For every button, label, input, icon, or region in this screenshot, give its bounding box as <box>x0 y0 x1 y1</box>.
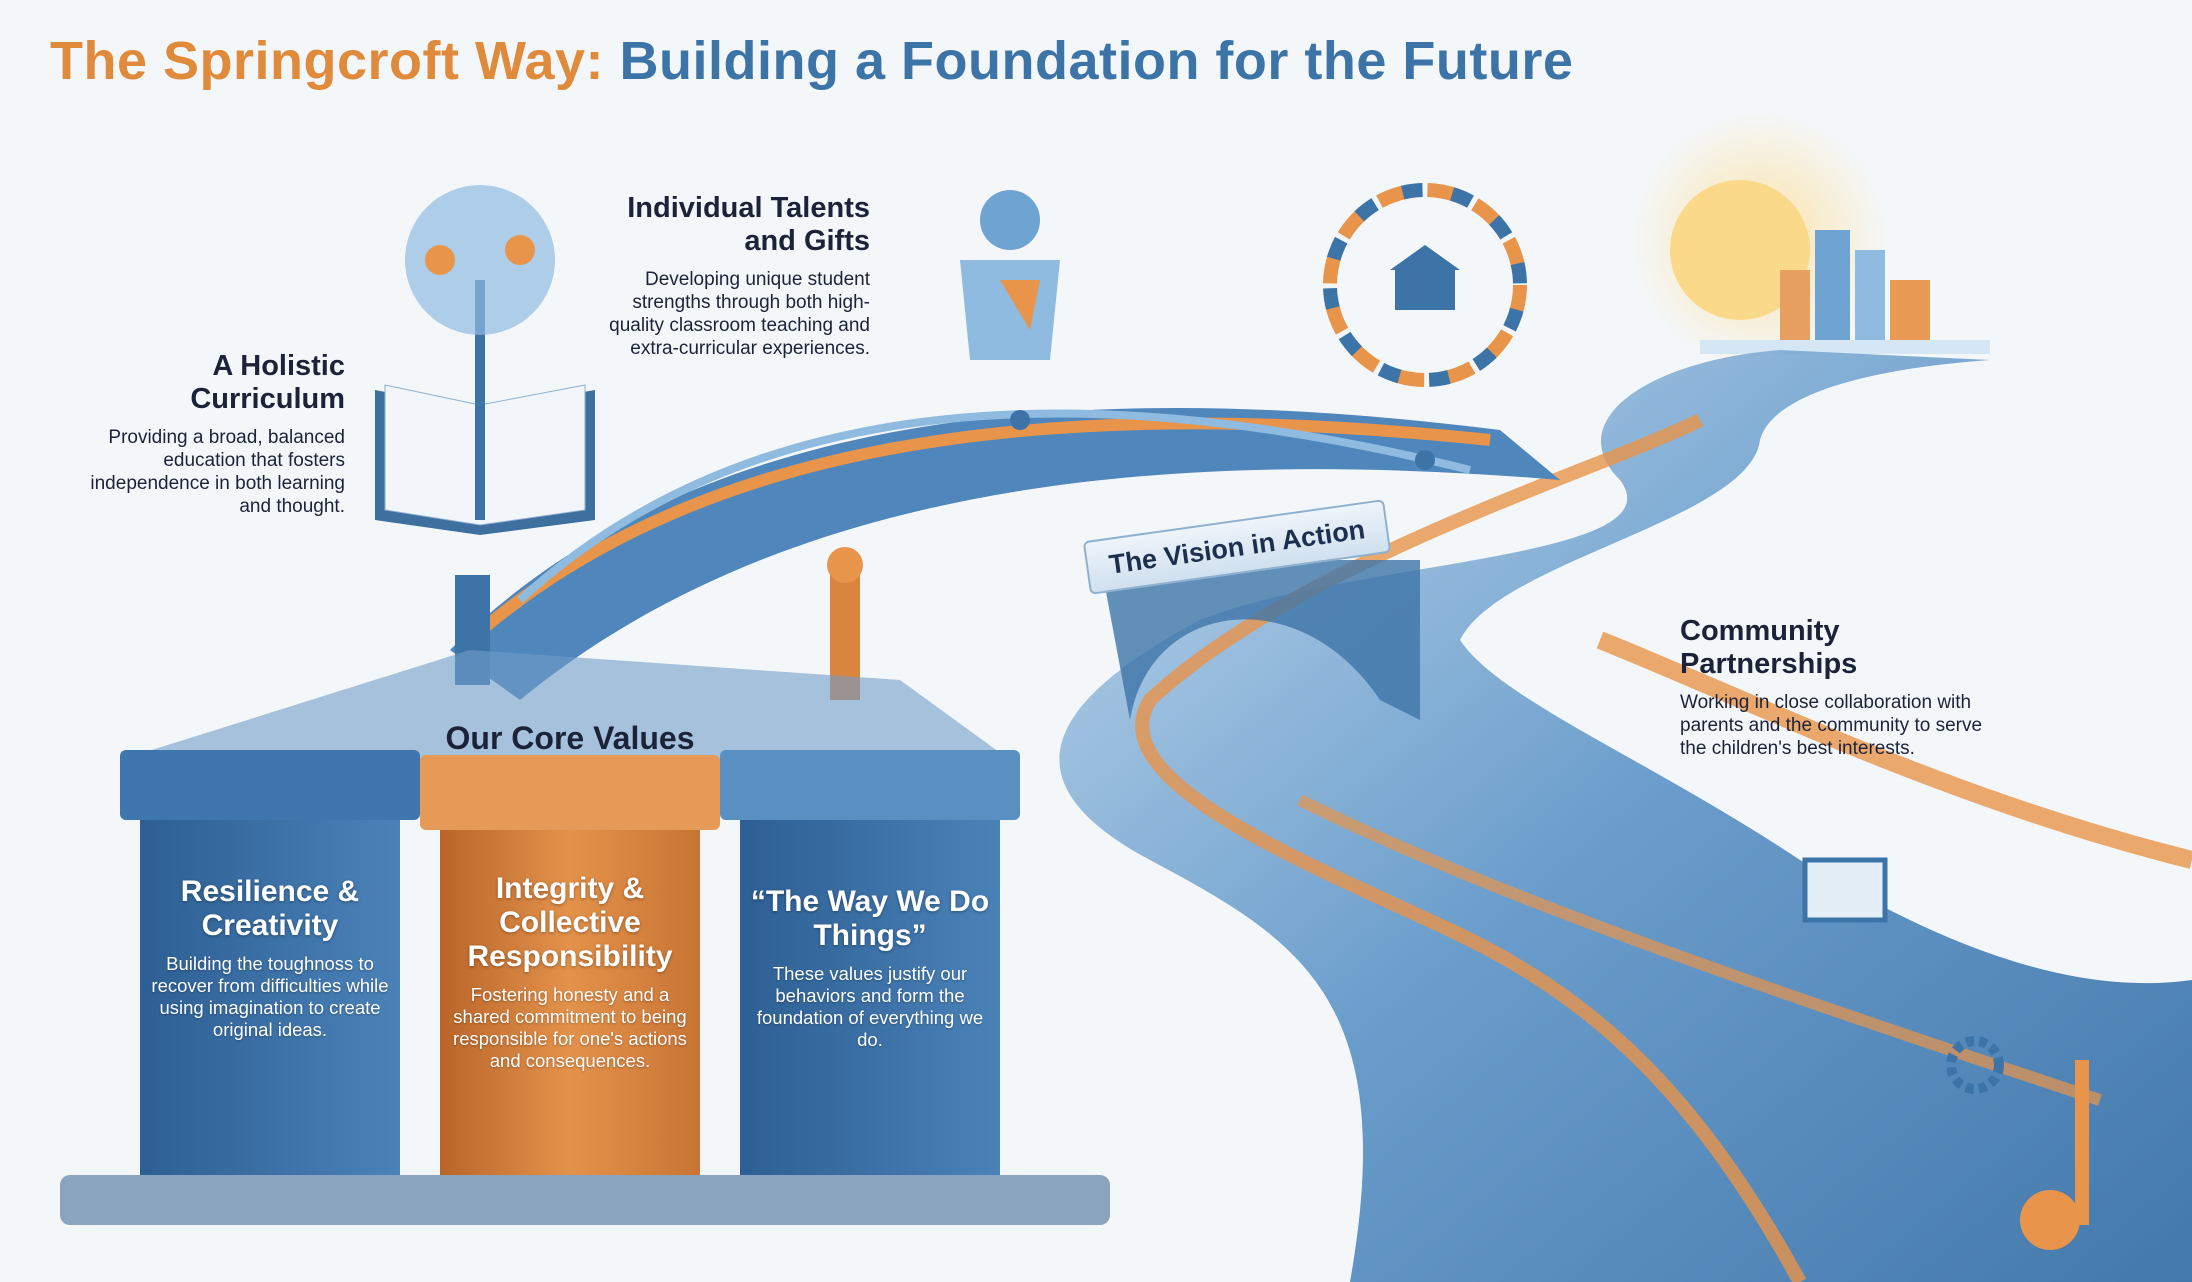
talents-body: Developing unique student strengths thro… <box>609 269 870 359</box>
pillar-heading: Integrity & Collective Responsibility <box>467 872 673 973</box>
holistic-body: Providing a broad, balanced education th… <box>90 427 345 517</box>
page-title: The Springcroft Way: Building a Foundati… <box>50 31 1574 91</box>
community-heading: Community Partnerships <box>1680 615 1858 680</box>
talents-heading: Individual Talents and Gifts <box>627 192 870 257</box>
music-note-icon <box>2020 1060 2089 1250</box>
core-values-heading: Our Core Values <box>445 720 695 756</box>
student-talent-icon <box>960 190 1060 430</box>
pillar-resilience: Resilience & Creativity Building the tou… <box>145 875 395 1041</box>
sunrise-city-icon <box>1630 110 1990 370</box>
holistic-curriculum-section: A Holistic Curriculum Providing a broad,… <box>70 350 345 518</box>
tree-book-icon <box>375 185 595 535</box>
pillar-body: Building the toughnoss to recover from d… <box>151 953 389 1040</box>
gear-icon <box>1946 1036 2004 1094</box>
community-section: Community Partnerships Working in close … <box>1680 615 2000 760</box>
pillar-body: These values justify our behaviors and f… <box>756 963 984 1050</box>
pillar-way-we-do-things: “The Way We Do Things” These values just… <box>745 885 995 1051</box>
pillar-heading: Resilience & Creativity <box>180 875 360 942</box>
floating-book-icon <box>1802 857 1888 923</box>
river <box>1059 350 2192 1282</box>
community-body: Working in close collaboration with pare… <box>1680 692 1983 759</box>
community-circle-icon <box>1323 183 1527 470</box>
pillar-body: Fostering honesty and a shared commitmen… <box>453 984 687 1071</box>
pillars <box>60 750 1110 1225</box>
pillar-integrity: Integrity & Collective Responsibility Fo… <box>445 872 695 1072</box>
holistic-heading: A Holistic Curriculum <box>190 350 345 415</box>
pillar-heading: “The Way We Do Things” <box>750 885 990 952</box>
talents-section: Individual Talents and Gifts Developing … <box>590 192 870 360</box>
